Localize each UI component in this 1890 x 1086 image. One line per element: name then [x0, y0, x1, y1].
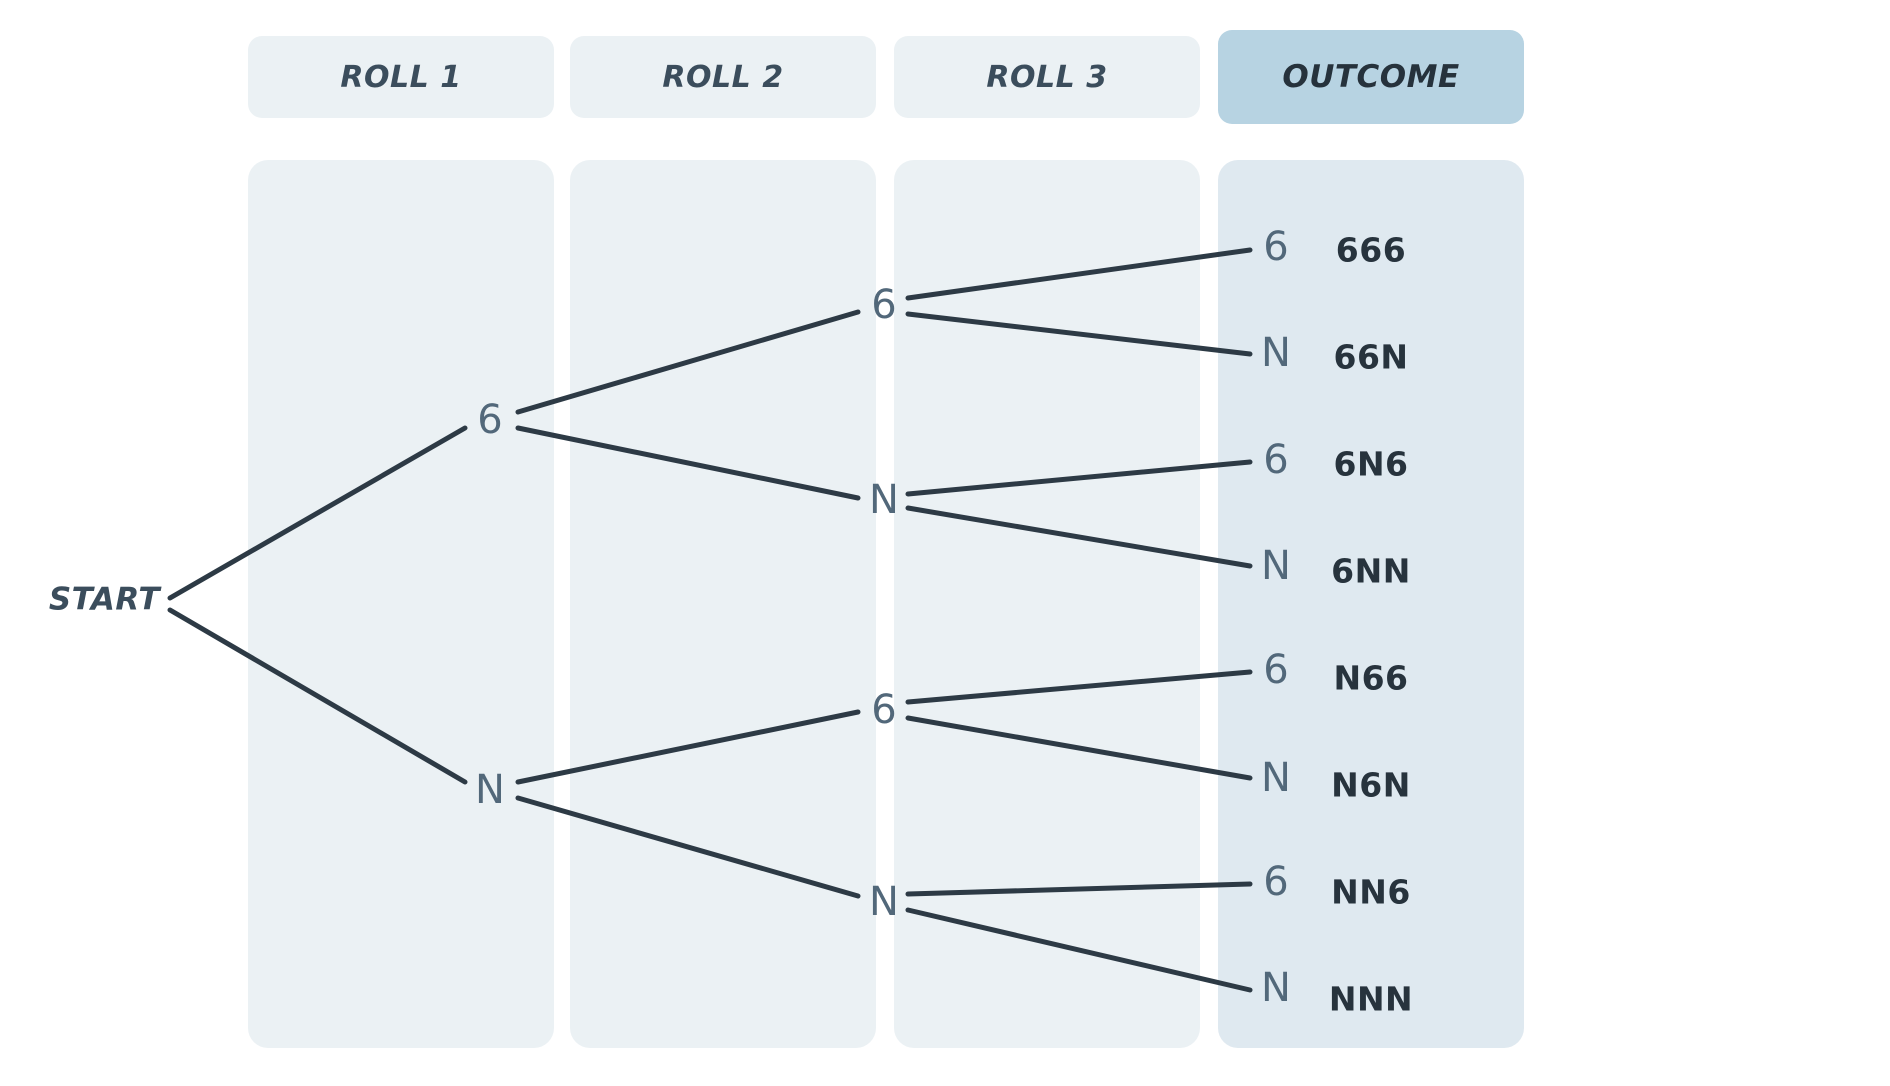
outcome-NNN: NNN [1328, 979, 1414, 1019]
column-header-roll2[interactable]: ROLL 2 [570, 36, 876, 118]
node-roll2-6-2: 6 [871, 687, 897, 733]
column-header-roll1[interactable]: ROLL 1 [248, 36, 554, 118]
column-header-label: ROLL 3 [986, 59, 1108, 95]
node-roll3-n-3: N [1261, 543, 1291, 589]
outcome-NN6: NN6 [1331, 872, 1411, 912]
outcome-N6N: N6N [1331, 765, 1411, 805]
node-roll3-n-5: N [1261, 755, 1291, 801]
outcome-66N: 66N [1333, 337, 1409, 377]
node-roll2-6-0: 6 [871, 282, 897, 328]
node-roll3-n-1: N [1261, 330, 1291, 376]
outcome-6NN: 6NN [1331, 551, 1411, 591]
node-roll3-6-6: 6 [1263, 859, 1289, 905]
node-roll3-6-4: 6 [1263, 647, 1289, 693]
outcome-6N6: 6N6 [1333, 444, 1409, 484]
outcome-666: 666 [1335, 230, 1407, 270]
node-roll3-6-0: 6 [1263, 224, 1289, 270]
node-roll2-n-3: N [869, 879, 899, 925]
node-roll3-n-7: N [1261, 965, 1291, 1011]
start-node-label: START [48, 581, 160, 618]
column-header-label: ROLL 2 [662, 59, 784, 95]
node-roll2-n-1: N [869, 477, 899, 523]
column-panel-outcome [1218, 160, 1524, 1048]
outcome-N66: N66 [1333, 658, 1409, 698]
node-roll1-6-0: 6 [477, 397, 503, 443]
column-header-label: ROLL 1 [340, 59, 462, 95]
column-panel-roll1 [248, 160, 554, 1048]
column-header-outcome[interactable]: OUTCOME [1218, 30, 1524, 124]
column-panel-roll3 [894, 160, 1200, 1048]
node-roll1-n-1: N [475, 767, 505, 813]
column-panel-roll2 [570, 160, 876, 1048]
column-header-label: OUTCOME [1282, 59, 1460, 95]
node-roll3-6-2: 6 [1263, 437, 1289, 483]
column-header-roll3[interactable]: ROLL 3 [894, 36, 1200, 118]
